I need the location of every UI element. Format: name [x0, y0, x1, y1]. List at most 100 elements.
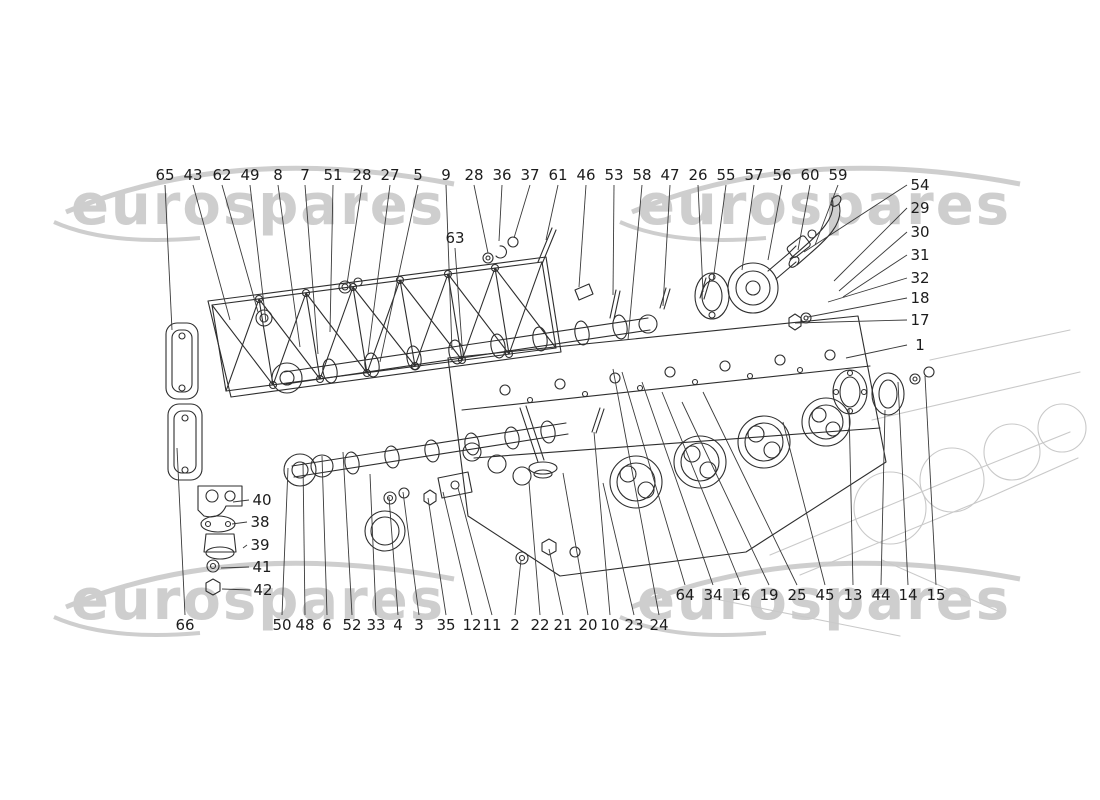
callout-49: 49	[240, 166, 259, 184]
end-covers	[832, 366, 935, 416]
leader-line	[473, 184, 489, 254]
callout-52: 52	[342, 616, 361, 634]
callout-7: 7	[300, 166, 310, 184]
leader-line	[880, 409, 886, 586]
callout-58: 58	[632, 166, 651, 184]
callout-23: 23	[624, 616, 643, 634]
leader-line	[277, 184, 301, 348]
leader-line	[602, 482, 635, 616]
leader-line	[681, 401, 770, 586]
leader-line	[845, 344, 908, 359]
callout-50: 50	[272, 616, 291, 634]
leader-line	[427, 497, 447, 616]
intake-camshaft	[271, 314, 658, 394]
leader-line	[346, 184, 363, 285]
callout-30: 30	[910, 223, 929, 241]
callout-20: 20	[578, 616, 597, 634]
cam-cover-gaskets	[165, 322, 203, 481]
background-engine-ghost	[709, 329, 1087, 637]
watermark-swoosh	[65, 165, 455, 215]
watermark-swoosh	[631, 165, 1021, 215]
callout-53: 53	[604, 166, 623, 184]
callout-5: 5	[413, 166, 423, 184]
leader-line	[807, 297, 908, 318]
callout-48: 48	[295, 616, 314, 634]
leader-line	[838, 231, 908, 292]
leader-line	[924, 375, 937, 586]
leader-line	[697, 184, 704, 293]
callout-16: 16	[731, 586, 750, 604]
leader-line	[342, 451, 353, 616]
leader-line	[612, 184, 615, 296]
callout-33: 33	[366, 616, 385, 634]
callout-60: 60	[800, 166, 819, 184]
leader-line	[369, 473, 377, 616]
leader-line	[612, 368, 660, 616]
callout-15: 15	[926, 586, 945, 604]
callout-45: 45	[815, 586, 834, 604]
callout-54: 54	[910, 176, 929, 194]
water-outlet-assembly	[694, 195, 842, 320]
leader-line	[897, 381, 909, 586]
callout-55: 55	[716, 166, 735, 184]
watermark-text: eurospares	[71, 568, 445, 633]
head-studs	[659, 277, 812, 331]
leader-line	[302, 461, 306, 616]
watermark: eurospares	[53, 560, 455, 637]
callout-62: 62	[212, 166, 231, 184]
callout-66: 66	[175, 616, 194, 634]
leader-line	[827, 277, 908, 303]
callout-25: 25	[787, 586, 806, 604]
leader-line	[232, 499, 250, 503]
callout-64: 64	[675, 586, 694, 604]
callout-11: 11	[482, 616, 501, 634]
callout-43: 43	[183, 166, 202, 184]
callout-8: 8	[273, 166, 283, 184]
callout-31: 31	[910, 246, 929, 264]
callout-6: 6	[322, 616, 332, 634]
callout-26: 26	[688, 166, 707, 184]
leader-line	[388, 496, 399, 616]
callout-4: 4	[393, 616, 403, 634]
leader-line	[562, 472, 589, 616]
leader-line	[402, 491, 420, 616]
water-outlet-lower	[197, 485, 243, 596]
callout-13: 13	[843, 586, 862, 604]
callout-2: 2	[510, 616, 520, 634]
leader-line	[454, 247, 463, 346]
callout-12: 12	[462, 616, 481, 634]
watermark-swoosh	[619, 220, 767, 242]
leader-line	[242, 544, 248, 549]
leader-line	[767, 184, 783, 261]
callout-37: 37	[520, 166, 539, 184]
callout-51: 51	[323, 166, 342, 184]
callout-57: 57	[744, 166, 763, 184]
small-fasteners-top	[338, 227, 621, 320]
callout-17: 17	[910, 311, 929, 329]
callout-38: 38	[250, 513, 269, 531]
watermark: eurospares	[53, 165, 455, 242]
leader-line	[794, 319, 908, 324]
leader-line	[442, 491, 473, 616]
callout-1: 1	[915, 336, 925, 354]
leader-line	[803, 184, 908, 253]
leader-line	[641, 381, 714, 586]
watermark-swoosh	[619, 615, 767, 637]
leader-line	[814, 184, 839, 246]
callout-28: 28	[352, 166, 371, 184]
callout-3: 3	[414, 616, 424, 634]
callout-21: 21	[553, 616, 572, 634]
watermark-swoosh	[53, 220, 201, 242]
callout-27: 27	[380, 166, 399, 184]
leader-line	[627, 184, 643, 341]
callout-36: 36	[492, 166, 511, 184]
leader-line	[782, 421, 826, 586]
callout-9: 9	[441, 166, 451, 184]
leader-line	[741, 184, 755, 271]
callout-47: 47	[660, 166, 679, 184]
leader-line	[545, 184, 559, 241]
leader-lines-layer	[164, 184, 937, 616]
callout-65: 65	[155, 166, 174, 184]
